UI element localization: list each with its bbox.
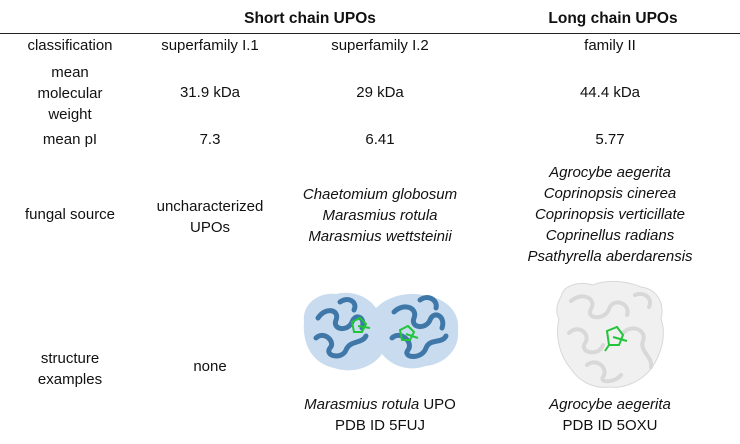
- row-label-mean-pi: mean pI: [42, 131, 98, 148]
- header-short-chain: Short chain UPOs: [244, 10, 376, 27]
- structure-image-5oxu: [556, 280, 664, 388]
- protein-ribbon-right: [389, 295, 449, 359]
- structure-sf11: none: [193, 358, 227, 375]
- pi-sf12: 6.41: [365, 131, 395, 148]
- classification-sf12: superfamily I.2: [331, 37, 429, 54]
- classification-sf11: superfamily I.1: [161, 37, 259, 54]
- heme-ligand: [604, 325, 628, 352]
- fungal-sf12: Chaetomium globosum Marasmius rotula Mar…: [302, 186, 458, 245]
- mw-fam2: 44.4 kDa: [579, 84, 641, 101]
- classification-fam2: family II: [584, 37, 636, 54]
- pi-sf11: 7.3: [199, 131, 221, 148]
- caption-5fuj-pdb: PDB ID 5FUJ: [334, 417, 425, 434]
- row-label-classification: classification: [27, 37, 113, 54]
- top-rule: [0, 33, 740, 34]
- mw-sf12: 29 kDa: [356, 84, 404, 101]
- protein-ribbon: [567, 292, 654, 384]
- caption-5oxu-species: Agrocybe aegerita: [549, 396, 671, 413]
- header-long-chain: Long chain UPOs: [548, 10, 678, 27]
- heme-ligand-right: [398, 324, 419, 341]
- heme-ligand-left: [350, 316, 371, 333]
- protein-surface: [556, 280, 664, 388]
- fungal-fam2: Agrocybe aegerita Coprinopsis cinerea Co…: [527, 164, 693, 265]
- fungal-sf11: uncharacterized UPOs: [156, 198, 264, 236]
- pi-fam2: 5.77: [595, 131, 625, 148]
- row-label-molecular-weight: mean molecular weight: [37, 64, 103, 123]
- protein-surface: [303, 292, 459, 371]
- caption-5fuj-species: Marasmius rotula UPO: [304, 396, 456, 413]
- structure-image-5fuj: [303, 292, 459, 371]
- row-label-structure-examples: structure examples: [37, 350, 103, 388]
- mw-sf11: 31.9 kDa: [179, 84, 241, 101]
- row-label-fungal-source: fungal source: [24, 206, 116, 223]
- caption-5oxu-pdb: PDB ID 5OXU: [562, 417, 658, 434]
